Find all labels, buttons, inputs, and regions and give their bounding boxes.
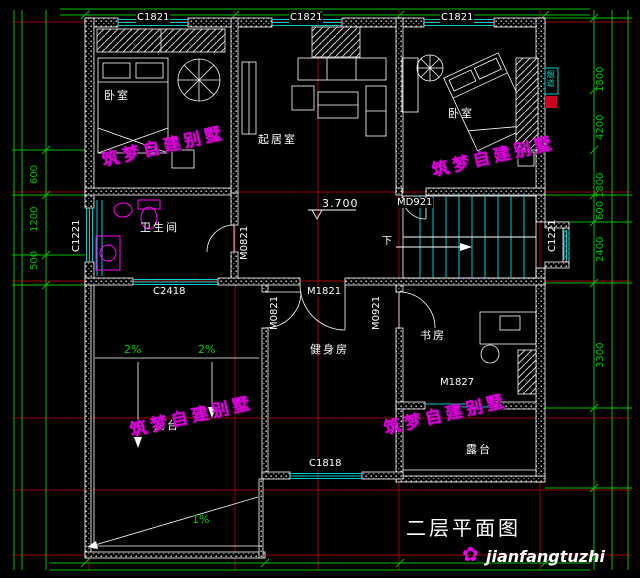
door-label-md921: MD921 (396, 197, 434, 208)
dimension-right-0: 1800 (595, 66, 606, 92)
door-label-m0821-gym: M0821 (269, 295, 280, 330)
dimension-left-0: 600 (29, 164, 40, 184)
window-label-c1818: C1818 (308, 458, 343, 469)
window-label-c1821-middle: C1821 (289, 12, 324, 23)
door-swings (206, 194, 436, 331)
dimension-lines (12, 8, 632, 571)
door-label-m1821: M1821 (306, 286, 343, 297)
terrace-linework (93, 285, 536, 549)
slope-label-2: 2% (198, 343, 216, 356)
room-label-bedroom-left: 卧室 (104, 89, 130, 102)
window-label-c1821-left: C1821 (136, 12, 171, 23)
furniture-layer (96, 26, 539, 395)
stairs-down-label: 下 (382, 236, 392, 247)
bathroom-fixtures (95, 199, 161, 271)
room-label-bathroom: 卫生间 (140, 221, 179, 234)
window-label-c2418: C2418 (152, 286, 187, 297)
dimension-left-1: 1200 (29, 206, 40, 232)
walls-layer (84, 17, 570, 559)
dimension-right-1: 4200 (595, 114, 606, 140)
slope-label-3: 1% (192, 513, 210, 526)
staircase (396, 195, 537, 279)
brand-logo-text: jianfangtuzhi (486, 547, 605, 566)
window-label-c1821-right: C1821 (440, 12, 475, 23)
room-label-living-room: 起居室 (258, 133, 297, 146)
door-label-m0821-bath: M0821 (239, 225, 250, 260)
room-label-study: 书房 (420, 329, 446, 342)
level-label: 3.700 (322, 197, 359, 210)
door-label-m1827: M1827 (440, 377, 475, 388)
dimension-right-3: 600 (595, 200, 606, 220)
door-label-m0921: M0921 (371, 295, 382, 330)
window-label-c1221-right: C1221 (547, 219, 558, 252)
slope-label-1: 2% (124, 343, 142, 356)
brand-flower-icon: ✿ (462, 542, 479, 566)
room-label-terrace-right: 露台 (466, 443, 492, 456)
plan-title: 二层平面图 (406, 516, 521, 540)
window-label-c1221-left: C1221 (71, 219, 82, 252)
dimension-right-2: 1800 (595, 172, 606, 198)
room-label-bedroom-right: 卧室 (448, 107, 474, 120)
dimension-right-5: 3300 (595, 342, 606, 368)
room-label-gym: 健身房 (310, 343, 349, 356)
dimension-left-2: 500 (29, 250, 40, 270)
flue-label: 烟道 (546, 70, 555, 88)
level-symbol (308, 209, 356, 220)
slope-arrowheads (87, 407, 216, 549)
room-label-terrace-left: 露台 (154, 419, 180, 432)
dimension-right-4: 2400 (595, 236, 606, 262)
flue-shaft (544, 67, 559, 108)
